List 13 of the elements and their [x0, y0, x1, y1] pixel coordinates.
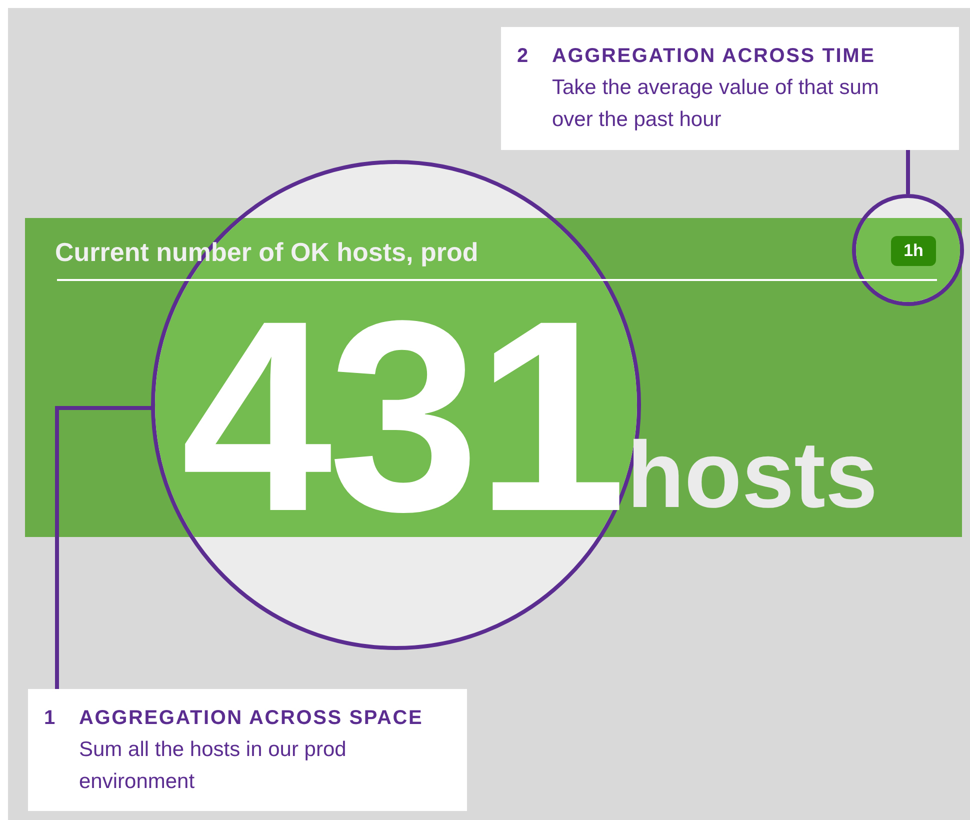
callout-text: Sum all the hosts in our prod environment — [79, 737, 348, 795]
callout-text: Take the average value of that sum over the past hour — [552, 75, 880, 133]
leader-line — [55, 406, 152, 689]
callout-heading: AGGREGATION ACROSS SPACE — [79, 707, 424, 730]
metric-value: 431 — [181, 280, 624, 552]
time-window-badge: 1h — [891, 236, 936, 266]
callout-box — [501, 27, 959, 150]
leader-line — [906, 150, 910, 194]
callout-box — [28, 689, 467, 811]
metric-unit: hosts — [627, 428, 878, 522]
callout-number: 2 — [517, 45, 528, 68]
callout-heading: AGGREGATION ACROSS TIME — [552, 45, 876, 68]
callout-number: 1 — [44, 707, 56, 730]
